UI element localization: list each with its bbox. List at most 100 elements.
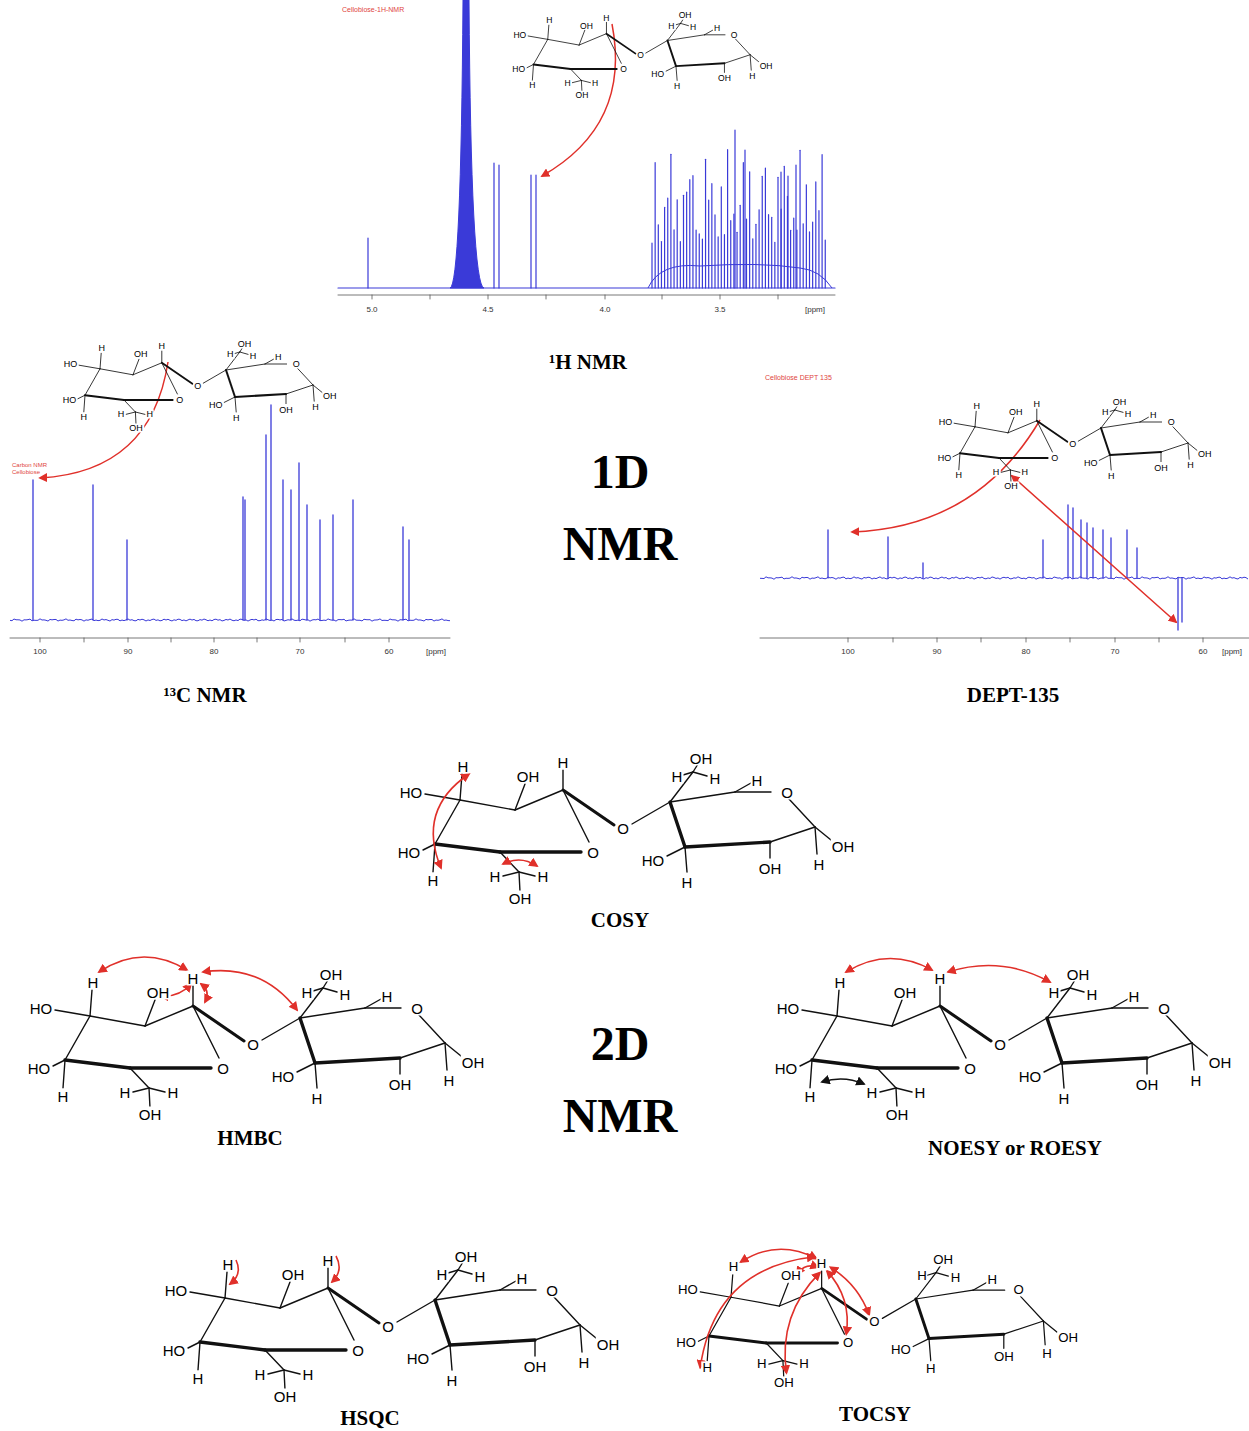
atom-label: O bbox=[246, 1037, 260, 1052]
atom-label: O bbox=[1167, 418, 1176, 427]
bond bbox=[1109, 410, 1115, 412]
bond bbox=[1001, 470, 1011, 472]
bond bbox=[203, 370, 226, 383]
atom-label: H bbox=[602, 13, 610, 22]
atom-label: OH bbox=[717, 74, 732, 83]
atom-label: H bbox=[1101, 408, 1110, 417]
bond bbox=[149, 1088, 165, 1092]
spectrum-peak bbox=[332, 515, 333, 620]
spectrum-peak bbox=[689, 180, 690, 288]
bond bbox=[532, 64, 533, 80]
bond bbox=[1003, 1334, 1004, 1348]
atom-label: OH bbox=[885, 1107, 910, 1122]
atom-label: HO bbox=[29, 1001, 54, 1016]
bond bbox=[766, 1343, 783, 1361]
bond bbox=[1172, 426, 1188, 443]
bond bbox=[1101, 428, 1110, 455]
atom-label: H bbox=[87, 975, 100, 990]
spectrum-peak bbox=[922, 563, 923, 578]
axis-tick bbox=[389, 638, 390, 642]
spectrum-peak bbox=[777, 177, 778, 288]
spectrum-peak bbox=[736, 232, 737, 288]
atom-label: OH bbox=[523, 1359, 548, 1374]
bond bbox=[435, 1290, 500, 1300]
axis-tick bbox=[300, 638, 301, 642]
bond bbox=[1047, 1008, 1112, 1018]
bond bbox=[297, 368, 313, 385]
atom-label: H bbox=[689, 23, 697, 32]
spectrum-baseline bbox=[760, 577, 1248, 580]
bond bbox=[683, 772, 693, 775]
atom-label: OH bbox=[461, 1055, 486, 1070]
bond bbox=[149, 1088, 150, 1108]
atom-label: OH bbox=[678, 11, 693, 20]
spectrum-peak bbox=[244, 500, 245, 620]
bond bbox=[1110, 452, 1161, 455]
bond bbox=[365, 999, 381, 1008]
atom-label: OH bbox=[133, 350, 149, 359]
bond bbox=[300, 1018, 315, 1063]
axis-tick bbox=[848, 638, 849, 642]
bond bbox=[65, 1060, 130, 1068]
spectrum-peak bbox=[270, 405, 271, 620]
atom-label: H bbox=[222, 1257, 235, 1272]
atom-label: OH bbox=[759, 61, 774, 70]
axis-tick-label: [ppm] bbox=[426, 648, 446, 656]
atom-label: O bbox=[842, 1336, 854, 1349]
atom-label: HO bbox=[162, 1343, 187, 1358]
atom-label: H bbox=[557, 755, 570, 770]
correlation-arrow bbox=[542, 24, 615, 176]
atom-label: H bbox=[1149, 410, 1158, 419]
spectrum-peak bbox=[664, 207, 665, 288]
bond bbox=[880, 1088, 896, 1092]
atom-label: O bbox=[868, 1315, 880, 1328]
bond bbox=[959, 453, 960, 470]
spectrum-peak bbox=[670, 154, 671, 288]
bond bbox=[1062, 1063, 1064, 1088]
atom-label: H bbox=[914, 1085, 927, 1100]
bond bbox=[500, 850, 581, 853]
atom-label: H bbox=[427, 873, 440, 888]
bond bbox=[235, 397, 236, 412]
spectrum-peak bbox=[774, 242, 775, 288]
spectrum-peak bbox=[686, 192, 687, 288]
spectrum-peak bbox=[1177, 578, 1178, 630]
atom-label: HO bbox=[776, 1001, 801, 1016]
atom-label: H bbox=[1107, 472, 1116, 481]
atom-label: H bbox=[1041, 1347, 1053, 1360]
bond bbox=[554, 1297, 580, 1325]
bond bbox=[1062, 1058, 1147, 1063]
bond bbox=[265, 1350, 284, 1370]
axis-tick bbox=[1203, 638, 1204, 642]
bond bbox=[666, 66, 676, 71]
bond bbox=[877, 1068, 896, 1088]
atom-label: HO bbox=[1018, 1069, 1043, 1084]
axis-tick-label: 60 bbox=[385, 648, 394, 656]
atom-label: HO bbox=[641, 853, 666, 868]
bond bbox=[527, 64, 534, 67]
axis-tick-label: 4.5 bbox=[482, 306, 493, 314]
axis-tick-label: 5.0 bbox=[366, 306, 377, 314]
spectrum-peak bbox=[818, 211, 819, 288]
bond bbox=[534, 39, 548, 64]
atom-label: OH bbox=[1135, 1077, 1160, 1092]
bond bbox=[896, 1088, 912, 1092]
spectrum-peak bbox=[708, 200, 709, 288]
spectrum-peak bbox=[781, 209, 782, 288]
bond bbox=[815, 827, 831, 840]
atom-label: H bbox=[528, 81, 536, 90]
bond bbox=[280, 1282, 290, 1308]
spectrum-peak bbox=[793, 218, 794, 288]
atom-label: H bbox=[117, 410, 126, 419]
bond bbox=[130, 1066, 211, 1069]
bond bbox=[1099, 455, 1110, 460]
spectrum-peak bbox=[402, 527, 403, 620]
axis-tick-label: 4.0 bbox=[599, 306, 610, 314]
atom-label: OH bbox=[1208, 1055, 1233, 1070]
bond bbox=[515, 784, 525, 810]
bond bbox=[709, 1336, 766, 1343]
bond bbox=[812, 1016, 837, 1060]
bond bbox=[432, 1345, 450, 1354]
panel-caption: NOESY or ROESY bbox=[928, 1138, 1102, 1159]
bond bbox=[580, 1325, 596, 1338]
